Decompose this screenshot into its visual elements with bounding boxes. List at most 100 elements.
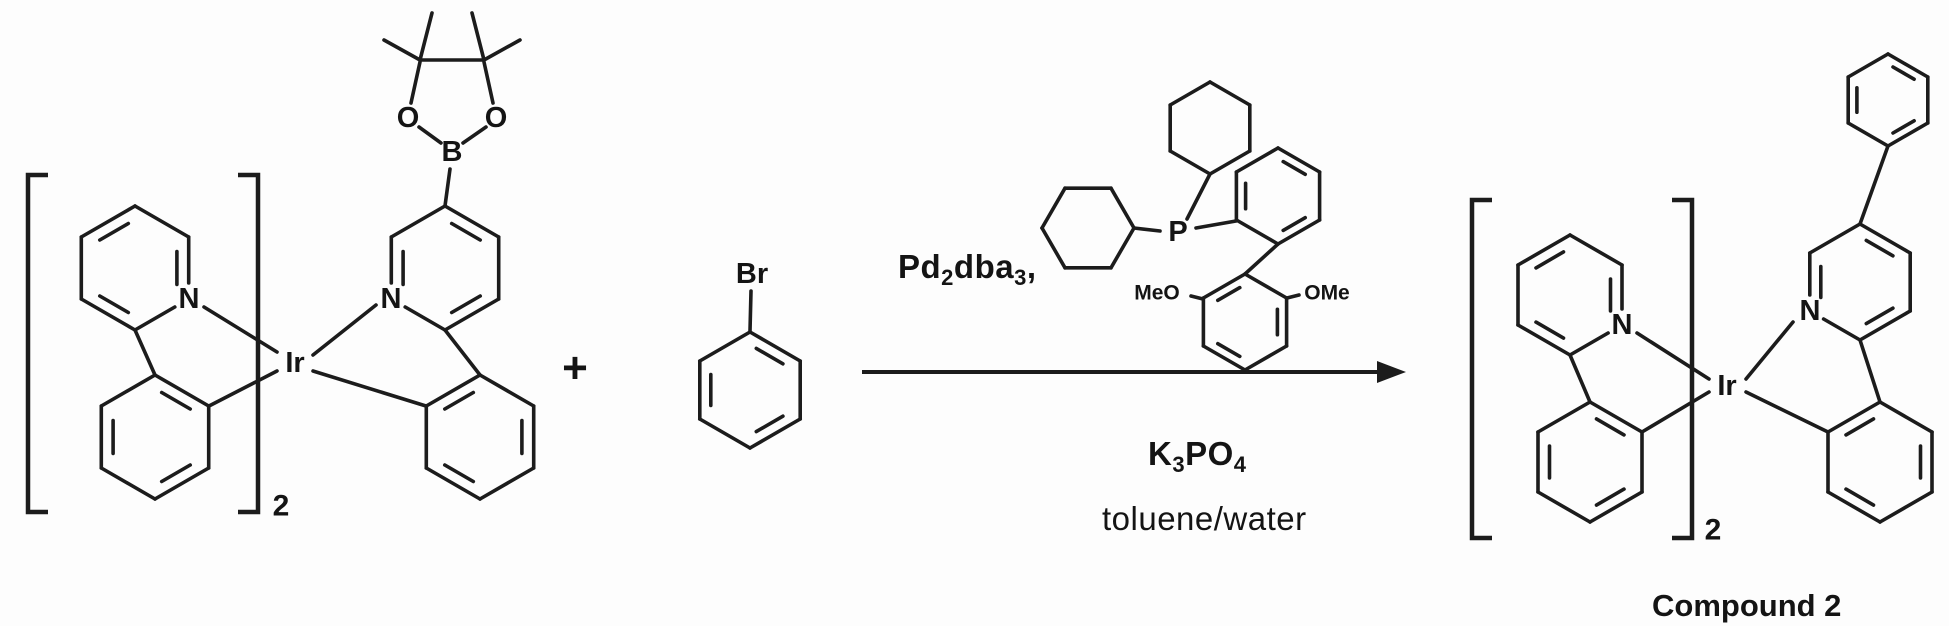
catalyst-subscript: 2 <box>941 265 954 290</box>
right-bracket <box>238 172 261 515</box>
bond-line <box>79 204 137 239</box>
base-subscript: 3 <box>1172 452 1186 477</box>
catalyst-text: dba <box>953 248 1015 285</box>
right-bracket <box>1672 197 1695 541</box>
bond-line <box>449 221 483 242</box>
bond-line <box>1640 390 1711 434</box>
bond-line <box>449 294 483 315</box>
bond-line <box>1168 149 1212 176</box>
bond-line <box>99 373 157 408</box>
bond-line <box>1858 144 1890 226</box>
phosphorus-label: P <box>1168 216 1187 248</box>
bond-line <box>1594 487 1626 507</box>
bond-line <box>1185 172 1212 221</box>
bond-line <box>1189 294 1205 301</box>
benzene-ring <box>697 330 803 450</box>
bond-line <box>482 60 495 105</box>
bromobenzene: Br <box>697 258 803 450</box>
bond-line <box>697 330 752 363</box>
bond-line <box>442 463 476 484</box>
bond-line <box>1568 233 1624 267</box>
bond-line <box>1635 331 1711 381</box>
bond-line <box>470 11 486 62</box>
bond-line <box>99 466 157 501</box>
bond-line <box>424 466 482 501</box>
base-label: K3PO4 <box>1148 435 1247 478</box>
oxygen-label: O <box>485 102 508 134</box>
bond-line <box>1891 119 1916 135</box>
bond-line <box>202 305 279 354</box>
bond-line <box>1808 222 1862 255</box>
base-text: PO <box>1185 435 1234 472</box>
bond-line <box>1281 215 1307 233</box>
bond-line <box>478 373 536 408</box>
bond-line <box>748 330 803 363</box>
bond-line <box>1516 323 1572 357</box>
bond-line <box>443 167 452 208</box>
product-caption: Compound 2 <box>1652 588 1842 623</box>
dimethoxyphenyl-ring <box>1201 272 1289 372</box>
bpin-pyridine-ring <box>389 204 501 332</box>
bond-line <box>1844 417 1876 437</box>
reaction-arrow <box>862 361 1406 383</box>
bond-line <box>1276 146 1322 174</box>
nitrogen-label: N <box>381 283 402 315</box>
bond-line <box>443 297 501 332</box>
catalyst-comma: , <box>1026 248 1037 285</box>
bond-line <box>1588 400 1644 434</box>
nitrogen-label: N <box>179 283 200 315</box>
bond-line <box>1864 306 1895 326</box>
bond-line <box>153 466 211 501</box>
bond-line <box>1826 400 1882 434</box>
bond-line <box>1534 320 1566 340</box>
base-subscript: 4 <box>1233 452 1247 477</box>
bond-line <box>382 38 422 62</box>
nitrogen-label: N <box>1800 295 1821 327</box>
bond-line <box>159 390 192 411</box>
bond-line <box>1276 218 1322 246</box>
bond-line <box>754 346 785 366</box>
bond-line <box>754 414 785 434</box>
bond-line <box>1858 338 1882 404</box>
catalyst-text: Pd <box>898 248 942 285</box>
bond-line <box>478 466 536 501</box>
bond-line <box>1844 487 1876 507</box>
bond-line <box>1594 417 1626 437</box>
bond-line <box>133 305 177 332</box>
bond-line <box>461 125 488 145</box>
cyclometalated-phenyl-ring <box>1826 400 1934 524</box>
iridium-label: Ir <box>285 347 304 379</box>
bromine-label: Br <box>736 258 768 290</box>
bond-line <box>1568 331 1610 357</box>
bond-line <box>98 221 131 242</box>
bond-line <box>1826 490 1882 524</box>
bond-line <box>443 328 482 377</box>
pyridine-ring <box>1516 233 1624 357</box>
bond-line <box>1536 400 1592 434</box>
bond-line <box>1858 222 1912 255</box>
bond-line <box>1281 159 1307 177</box>
bond-line <box>1886 52 1930 79</box>
bond-line <box>1243 242 1280 276</box>
catalyst-subscript: 3 <box>1014 265 1027 290</box>
bond-line <box>1568 353 1592 404</box>
bond-line <box>482 38 522 62</box>
nitrogen-label: N <box>1612 309 1633 341</box>
bond-line <box>1243 272 1289 300</box>
bond-line <box>1536 490 1592 524</box>
bond-line <box>1886 121 1930 148</box>
bond-line <box>98 294 131 315</box>
bond-line <box>133 204 191 239</box>
phenylpyridine-ring <box>1808 222 1912 342</box>
bond-line <box>1194 219 1238 230</box>
bond-line <box>1040 186 1067 230</box>
methoxy-label: OMe <box>1304 282 1350 305</box>
phenyl-ring <box>99 373 211 501</box>
bond-line <box>1201 344 1247 372</box>
bond-line <box>1168 80 1212 107</box>
catalyst-label: Pd2dba3, <box>898 248 1037 291</box>
bond-line <box>697 417 752 450</box>
cyclohexyl-ring <box>1040 186 1136 270</box>
bond-line <box>418 11 434 62</box>
